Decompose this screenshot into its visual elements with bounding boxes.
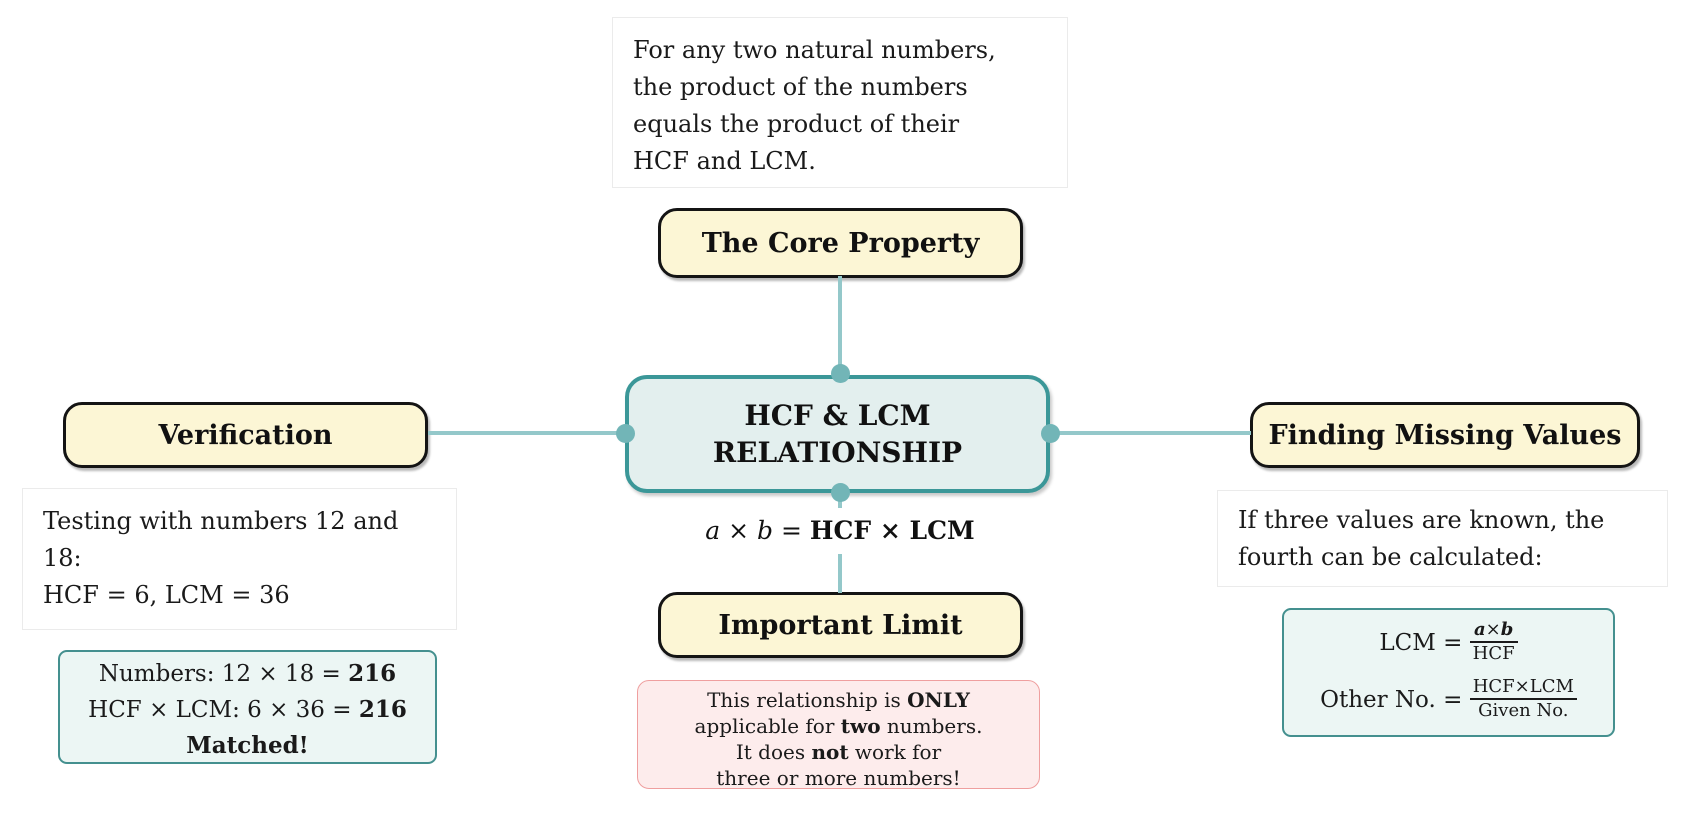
connector-right-line xyxy=(1049,431,1251,435)
finding-missing-note: If three values are known, the fourth ca… xyxy=(1217,490,1668,587)
verification-result: Numbers: 12 × 18 = 216 HCF × LCM: 6 × 36… xyxy=(58,650,437,764)
important-limit-warning: This relationship is ONLY applicable for… xyxy=(637,680,1040,790)
note-line: For any two natural numbers, xyxy=(633,36,996,64)
note-line: Testing with numbers 12 and xyxy=(43,507,399,535)
central-title-line1: HCF & LCM xyxy=(744,399,931,432)
connector-bottom-line xyxy=(838,554,842,593)
connector-dot-top xyxy=(831,364,850,383)
node-central-topic: HCF & LCM RELATIONSHIP xyxy=(625,375,1050,493)
note-line: equals the product of their xyxy=(633,110,960,138)
equation-times: × xyxy=(720,516,758,545)
equation-equals: = xyxy=(773,516,810,545)
note-line: the product of the numbers xyxy=(633,73,968,101)
node-important-limit: Important Limit xyxy=(658,592,1023,658)
equation-var-b: b xyxy=(757,516,774,545)
equation-rhs: HCF × LCM xyxy=(809,516,975,545)
connector-dot-right xyxy=(1041,424,1060,443)
result-line: HCF × LCM: 6 × 36 = 216 xyxy=(88,696,407,723)
note-line: 18: xyxy=(43,544,82,572)
node-verification: Verification xyxy=(63,402,428,468)
note-line: HCF and LCM. xyxy=(633,147,816,175)
node-core-property-label: The Core Property xyxy=(701,227,980,259)
central-title-line2: RELATIONSHIP xyxy=(712,436,963,469)
connector-dot-bottom xyxy=(831,483,850,502)
connector-top-line xyxy=(838,276,842,374)
warning-line: This relationship is ONLY xyxy=(707,688,970,712)
warning-line: three or more numbers! xyxy=(716,766,961,790)
node-core-property: The Core Property xyxy=(658,208,1023,278)
main-equation: a × b = HCF × LCM xyxy=(590,516,1090,545)
node-finding-missing-values-label: Finding Missing Values xyxy=(1268,419,1622,451)
warning-line: applicable for two numbers. xyxy=(694,714,983,738)
note-line: HCF = 6, LCM = 36 xyxy=(43,581,290,609)
connector-left-line xyxy=(428,431,626,435)
equation-var-a: a xyxy=(705,516,721,545)
connector-dot-left xyxy=(616,424,635,443)
warning-line: It does not work for xyxy=(735,740,942,764)
result-line: Matched! xyxy=(186,732,309,759)
note-line: fourth can be calculated: xyxy=(1238,543,1543,571)
verification-note: Testing with numbers 12 and 18: HCF = 6,… xyxy=(22,488,457,630)
result-line: Numbers: 12 × 18 = 216 xyxy=(98,660,397,687)
note-line: If three values are known, the xyxy=(1238,506,1605,534)
core-property-note: For any two natural numbers, the product… xyxy=(612,17,1068,188)
node-important-limit-label: Important Limit xyxy=(718,609,963,641)
node-finding-missing-values: Finding Missing Values xyxy=(1250,402,1640,468)
node-verification-label: Verification xyxy=(158,419,333,451)
